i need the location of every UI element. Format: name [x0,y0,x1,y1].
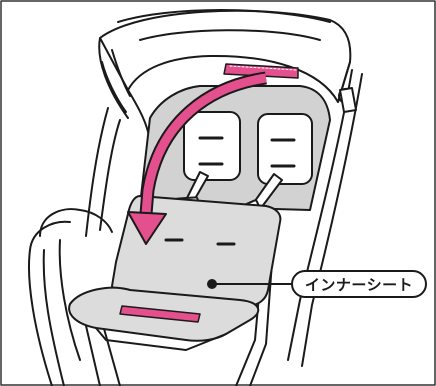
callout-leader [207,279,293,289]
footrest-pink-band [119,305,201,323]
left-armrest [27,208,121,386]
seat-stitch-marks [164,238,236,246]
shoulder-pads [183,111,313,185]
canopy [98,9,352,143]
curved-arrow-down-icon [127,71,267,245]
headrest-pink-band [223,63,299,79]
callout-label-inner-sheet: インナーシート [291,270,427,298]
seat-base [68,286,260,351]
